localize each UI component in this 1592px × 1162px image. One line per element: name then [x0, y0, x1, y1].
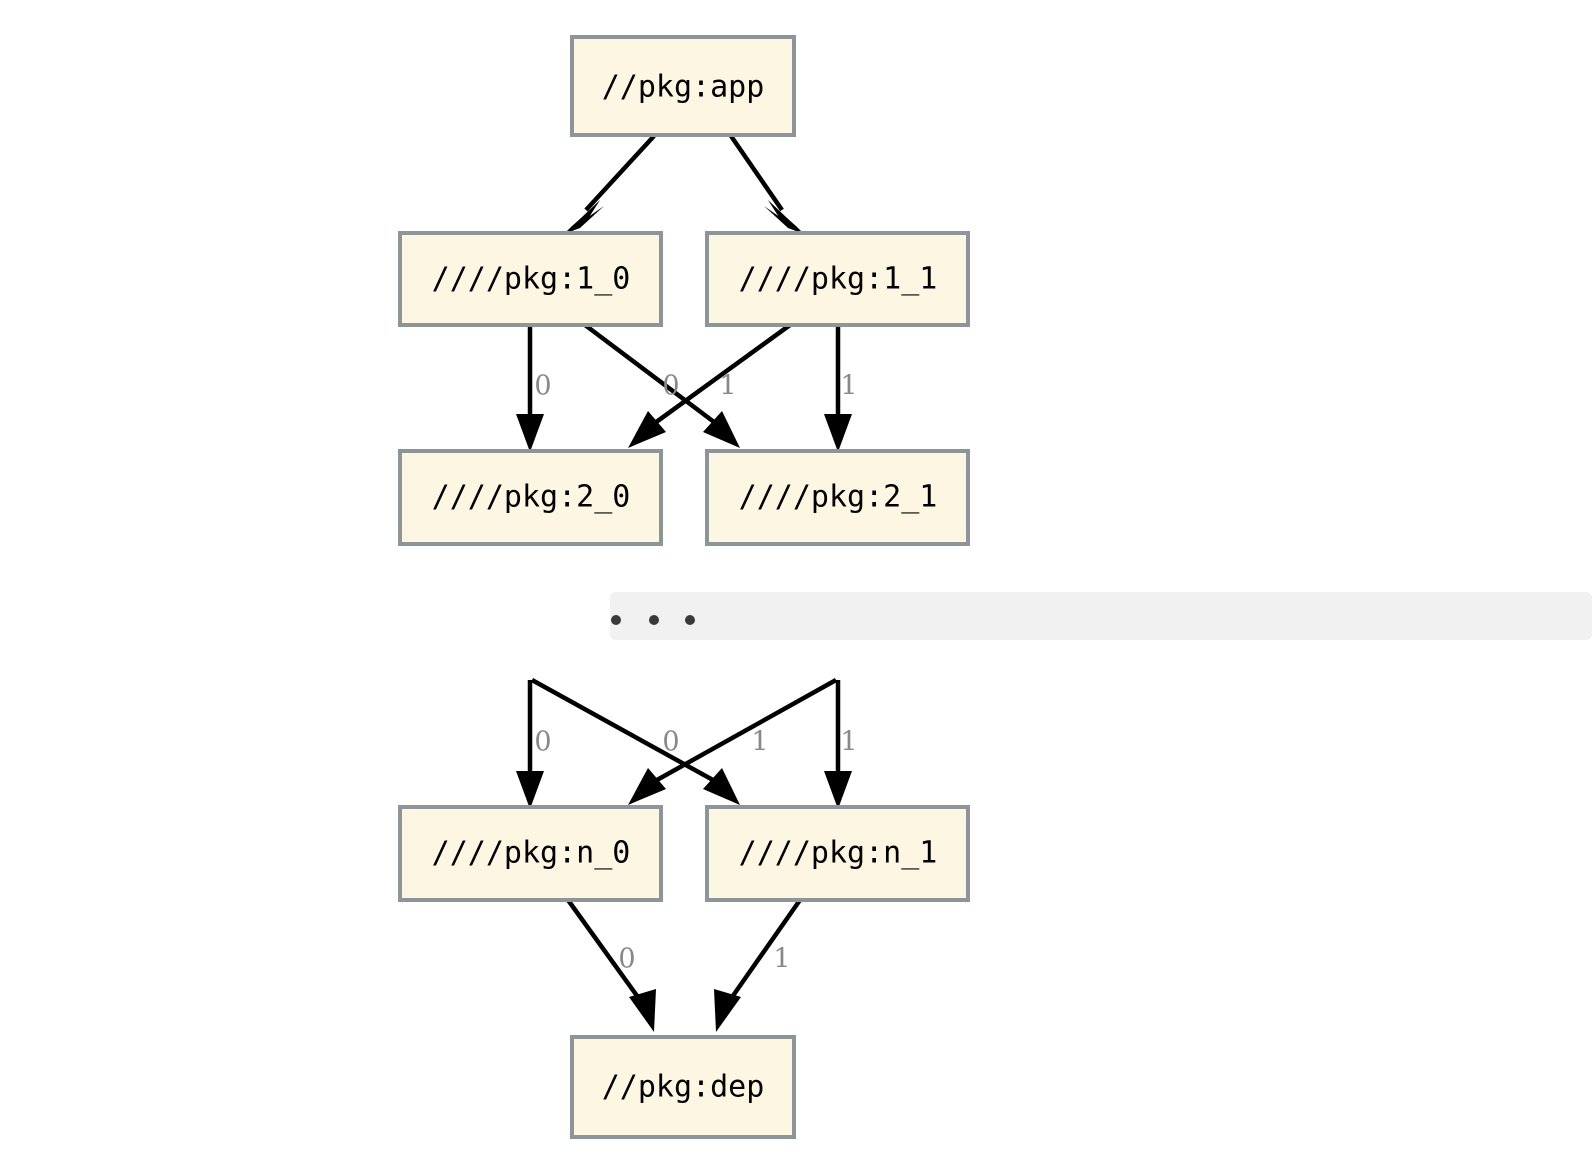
node-n_0[interactable]: ////pkg:n_0 — [398, 805, 663, 902]
node-app-label: //pkg:app — [602, 70, 765, 105]
edge-label-n_1-dep: 1 — [773, 944, 790, 975]
node-2_1-label: ////pkg:2_1 — [739, 480, 938, 515]
edge-label-elided-n_1-straight: 1 — [840, 727, 857, 758]
node-1_0-label: ////pkg:1_0 — [432, 262, 631, 297]
node-app[interactable]: //pkg:app — [570, 35, 796, 137]
node-1_1[interactable]: ////pkg:1_1 — [705, 231, 970, 327]
node-n_0-label: ////pkg:n_0 — [432, 836, 631, 871]
edge-elided-to-n_0-diagonal: 1 — [628, 678, 838, 805]
edge-label-n_0-dep: 0 — [618, 944, 635, 975]
node-2_0-label: ////pkg:2_0 — [432, 480, 631, 515]
edge-app-to-1_0 — [563, 134, 656, 235]
edge-app-to-1_1 — [729, 134, 805, 235]
ellipsis-dot-2 — [649, 615, 659, 625]
edge-elided-to-n_1-straight: 1 — [824, 680, 858, 809]
node-1_1-label: ////pkg:1_1 — [739, 262, 938, 297]
node-1_0[interactable]: ////pkg:1_0 — [398, 231, 663, 327]
ellipsis-dot-1 — [611, 615, 621, 625]
edge-label-1_0-2_0: 0 — [534, 371, 551, 402]
edge-elided-to-n_1-diagonal: 0 — [530, 678, 740, 805]
edge-1_1-to-2_1: 1 — [824, 325, 858, 452]
edge-label-1_0-2_1: 0 — [662, 371, 679, 402]
ellipsis-dot-3 — [685, 615, 695, 625]
edge-elided-to-n_0-straight: 0 — [516, 680, 552, 809]
node-n_1-label: ////pkg:n_1 — [739, 836, 938, 871]
edge-label-1_1-2_0: 1 — [719, 371, 736, 402]
edge-label-elided-n_0-straight: 0 — [534, 727, 551, 758]
edge-label-elided-n_1-diagonal: 0 — [662, 727, 679, 758]
edge-1_0-to-2_0: 0 — [516, 325, 552, 452]
node-dep[interactable]: //pkg:dep — [570, 1035, 796, 1139]
node-n_1[interactable]: ////pkg:n_1 — [705, 805, 970, 902]
edge-1_0-to-2_1: 0 — [583, 323, 740, 448]
edge-label-1_1-2_1: 1 — [840, 371, 857, 402]
node-dep-label: //pkg:dep — [602, 1070, 765, 1105]
node-2_0[interactable]: ////pkg:2_0 — [398, 449, 663, 546]
edge-n_0-to-dep: 0 — [566, 898, 656, 1032]
edge-label-elided-n_0-diagonal: 1 — [751, 727, 768, 758]
node-2_1[interactable]: ////pkg:2_1 — [705, 449, 970, 546]
elided-section-band — [610, 592, 1592, 640]
edge-1_1-to-2_0: 1 — [628, 323, 792, 448]
edge-n_1-to-dep: 1 — [714, 898, 802, 1032]
